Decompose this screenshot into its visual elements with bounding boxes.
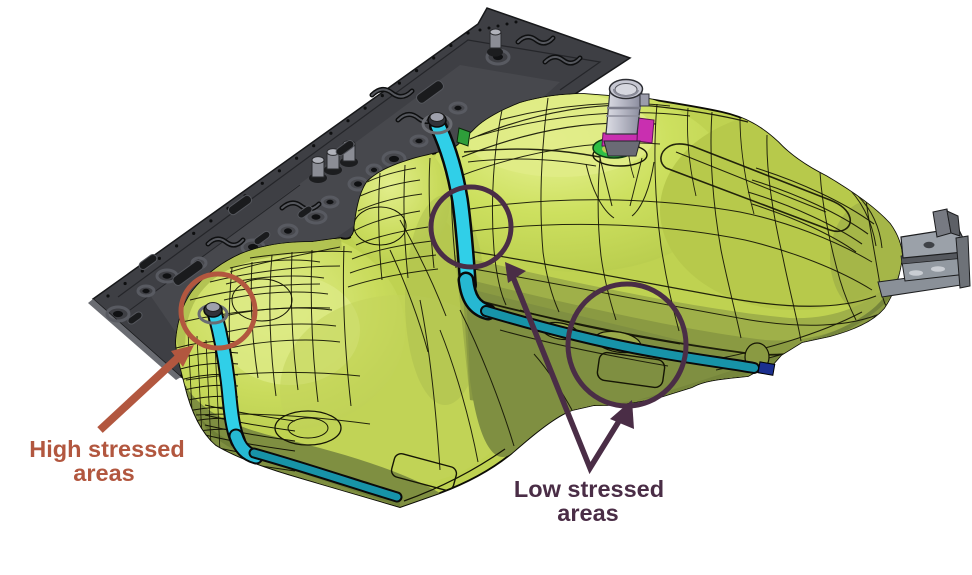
- svg-text:Low stressed: Low stressed: [514, 476, 664, 502]
- svg-text:High stressed: High stressed: [29, 436, 184, 462]
- svg-text:areas: areas: [557, 500, 618, 526]
- svg-text:areas: areas: [73, 460, 134, 486]
